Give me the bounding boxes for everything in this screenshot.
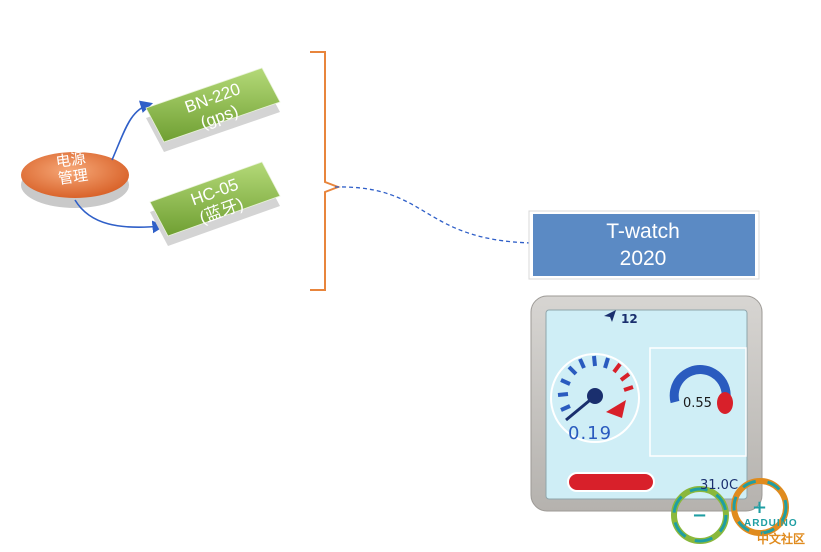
- twatch-box: [528, 210, 760, 280]
- power-management-node: [21, 152, 129, 208]
- signal-count: 12: [621, 312, 638, 326]
- twatch-label: T-watch 2020: [606, 220, 680, 271]
- arrow-to-bluetooth: [74, 199, 166, 234]
- temperature-readout: 31.0C: [700, 478, 739, 493]
- location-arrow-icon: [604, 310, 616, 322]
- gps-module: [145, 67, 281, 152]
- level-gauge: [649, 347, 747, 457]
- svg-text:−: −: [692, 505, 707, 526]
- bluetooth-module: [149, 161, 281, 246]
- arduino-logo-text: ARDUINO: [744, 518, 798, 529]
- watch-device: [530, 295, 763, 512]
- grouping-bracket: [310, 51, 341, 291]
- arrow-to-gps: [111, 100, 154, 161]
- arduino-logo-subtitle: 中文社区: [757, 532, 806, 546]
- arduino-logo: − +: [671, 478, 789, 544]
- level-gauge-value: 0.55: [683, 396, 712, 411]
- speed-gauge: [550, 353, 640, 443]
- speed-gauge-value: 0.19: [568, 423, 613, 444]
- battery-bar: [567, 472, 655, 492]
- dashed-connector: [334, 186, 533, 244]
- svg-text:+: +: [752, 497, 767, 518]
